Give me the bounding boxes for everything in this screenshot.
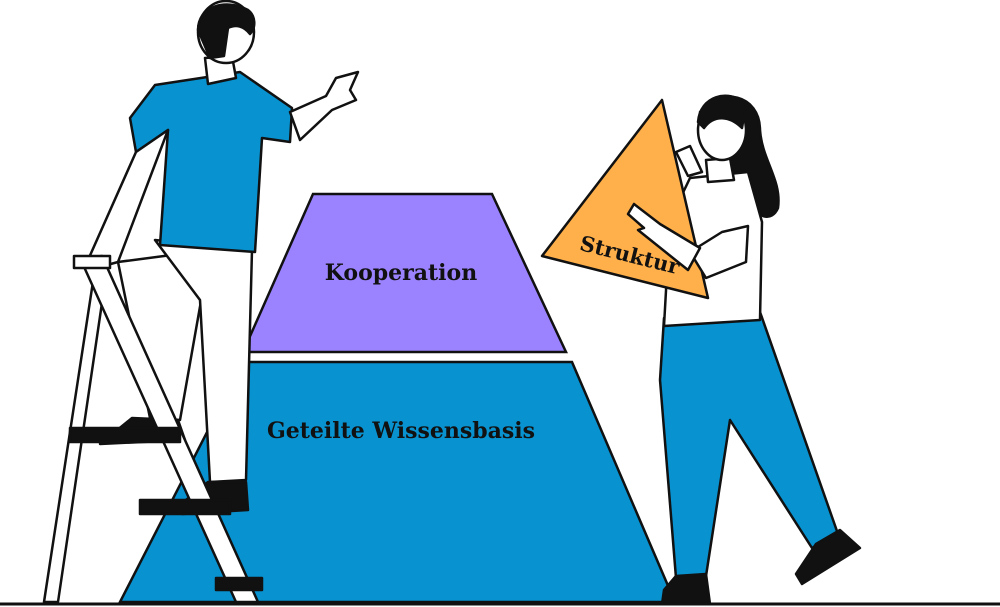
man-on-ladder-illustration	[86, 0, 360, 516]
structure-triangle: Struktur	[540, 98, 710, 300]
step-ladder-illustration	[42, 254, 264, 604]
woman-jeans	[658, 310, 840, 580]
man-shirt	[128, 70, 294, 254]
woman-hair-front	[696, 94, 748, 130]
pyramid-top-label: Kooperation	[325, 260, 477, 286]
ladder-step-bottom	[214, 576, 264, 592]
woman-shoe-front	[660, 572, 712, 606]
man-hair	[196, 3, 256, 60]
pyramid-top-tier	[241, 192, 568, 354]
ladder-step-middle	[68, 426, 182, 444]
woman-hand	[626, 202, 702, 272]
ladder-step-top	[72, 254, 112, 270]
man-lower-arm	[86, 128, 170, 270]
woman-shoe-back	[794, 528, 862, 586]
man-raised-arm	[288, 70, 360, 142]
ladder-step-lower	[138, 498, 232, 516]
pyramid-base-label: Geteilte Wissensbasis	[267, 418, 535, 444]
pyramid: Kooperation Geteilte Wissensbasis	[117, 192, 677, 604]
structure-triangle-shape	[540, 98, 710, 300]
woman-arms	[626, 144, 750, 280]
woman-neck	[704, 156, 736, 184]
woman-upper-hand	[674, 144, 704, 178]
